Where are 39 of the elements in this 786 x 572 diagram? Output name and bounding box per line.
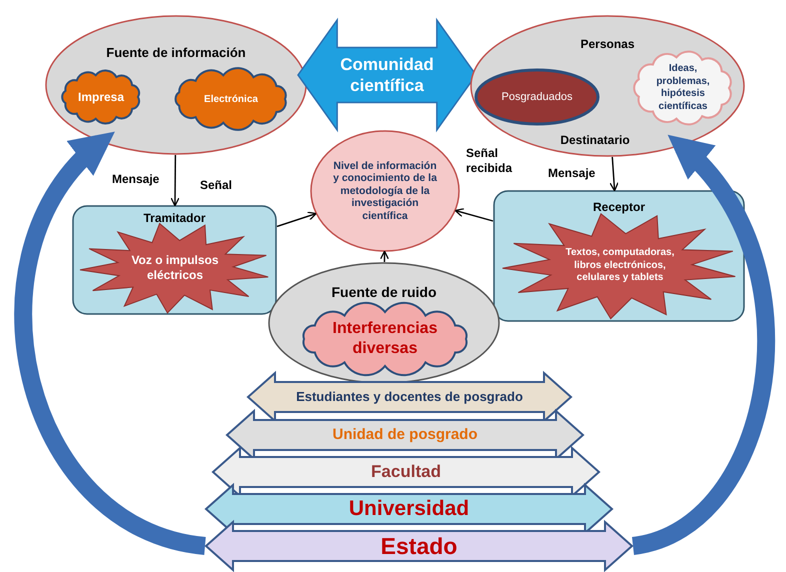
node-label: Personas bbox=[579, 36, 636, 53]
text-label: Mensaje bbox=[112, 172, 160, 187]
circle-node bbox=[310, 130, 460, 252]
arrow bbox=[170, 155, 180, 206]
node-label: Interferencias diversas bbox=[332, 319, 438, 359]
arrow bbox=[454, 208, 494, 222]
node-label: Unidad de posgrado bbox=[332, 424, 478, 445]
node-label: Fuente de información bbox=[105, 44, 247, 62]
node-label: Voz o impulsos eléctricos bbox=[130, 253, 220, 283]
double-headed-banner bbox=[298, 20, 476, 130]
rounded-box bbox=[493, 190, 745, 322]
node-label: Facultad bbox=[371, 461, 441, 484]
node-label: Estudiantes y docentes de posgrado bbox=[296, 388, 523, 406]
level-banner bbox=[205, 521, 633, 571]
node-label: Estado bbox=[380, 532, 458, 561]
node-label: Impresa bbox=[78, 89, 124, 106]
node-label: Textos, computadoras, libros electrónicos, celulares y tablets bbox=[564, 247, 676, 285]
node-label: Comunidad científica bbox=[339, 54, 435, 96]
rounded-box bbox=[72, 205, 277, 315]
arrow bbox=[380, 250, 390, 262]
arrow bbox=[276, 212, 317, 228]
node-label: Receptor bbox=[592, 199, 646, 216]
node-label: Universidad bbox=[348, 496, 470, 522]
node-label: Ideas, problemas, hipótesis científicas bbox=[655, 63, 711, 113]
curved-arrow bbox=[14, 130, 207, 555]
node-label: Destinatario bbox=[559, 132, 631, 149]
node-label: Electrónica bbox=[204, 92, 258, 106]
node-label: Fuente de ruido bbox=[330, 283, 438, 302]
text-label: Señal bbox=[200, 178, 234, 193]
oval-node bbox=[474, 68, 600, 126]
node-label: Nivel de información y conocimiento de la metodología de la investigación científica bbox=[332, 160, 438, 222]
node-label: Tramitador bbox=[142, 210, 206, 227]
text-label: Señal recibida bbox=[466, 146, 514, 176]
text-label: Mensaje bbox=[548, 166, 596, 181]
node-label: Posgraduados bbox=[502, 90, 572, 105]
arrow bbox=[609, 156, 619, 192]
ellipse-node bbox=[268, 262, 500, 384]
curved-arrow bbox=[630, 133, 776, 555]
ellipse-node bbox=[45, 15, 307, 155]
